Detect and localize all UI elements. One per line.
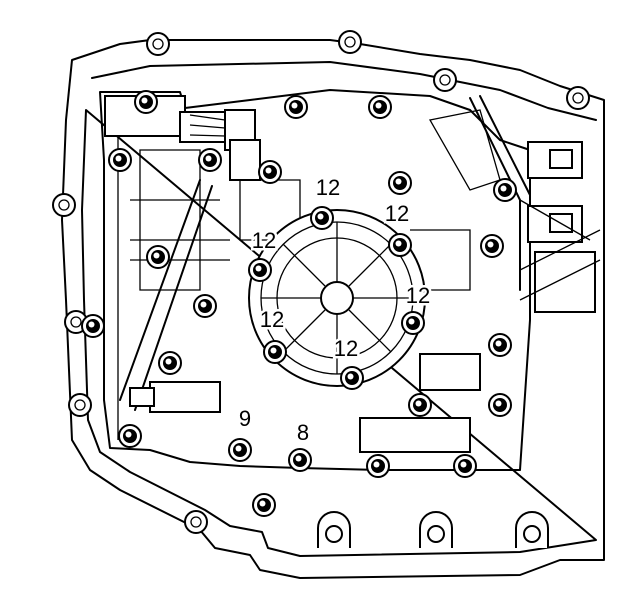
bolt-head (81, 314, 105, 338)
lower-bosses (317, 511, 549, 548)
callout-12-bottom: 12 (334, 336, 358, 361)
callout-12-left: 12 (252, 228, 276, 253)
callout-12-top: 12 (316, 175, 340, 200)
bolt-head (488, 333, 512, 357)
callout-9: 9 (239, 406, 251, 431)
callout-8: 8 (297, 420, 309, 445)
bolt-head (453, 454, 477, 478)
bolt-head (118, 424, 142, 448)
callouts: 12 12 12 12 12 12 9 8 (236, 172, 432, 447)
valve-spools (129, 139, 481, 453)
callout-12-lower-left: 12 (260, 307, 284, 332)
bolt-head (284, 95, 308, 119)
callout-12-right: 12 (406, 283, 430, 308)
bolt-head (401, 311, 425, 335)
bolt-head (493, 178, 517, 202)
bolt-head (366, 454, 390, 478)
bolt-head (488, 393, 512, 417)
bolt-head (408, 393, 432, 417)
bolt-head (252, 493, 276, 517)
bolt-head (158, 351, 182, 375)
bolt-head (310, 206, 334, 230)
bolt-head (228, 438, 252, 462)
bolt-head (340, 366, 364, 390)
callout-12-upper-right: 12 (385, 201, 409, 226)
bolt-head (388, 171, 412, 195)
bolt-head (198, 148, 222, 172)
bolt-head (193, 294, 217, 318)
bolt-head (263, 340, 287, 364)
bolt-head (248, 258, 272, 282)
bolt-heads (81, 90, 517, 517)
bolt-head (368, 95, 392, 119)
bolt-head (258, 160, 282, 184)
bolt-head (146, 245, 170, 269)
bolt-head (108, 148, 132, 172)
bolt-head (480, 234, 504, 258)
bolt-head (134, 90, 158, 114)
central-disc (248, 209, 426, 387)
bolt-head (388, 233, 412, 257)
case-outline (52, 30, 605, 579)
bolt-head (288, 448, 312, 472)
solenoid-connectors (519, 141, 601, 313)
